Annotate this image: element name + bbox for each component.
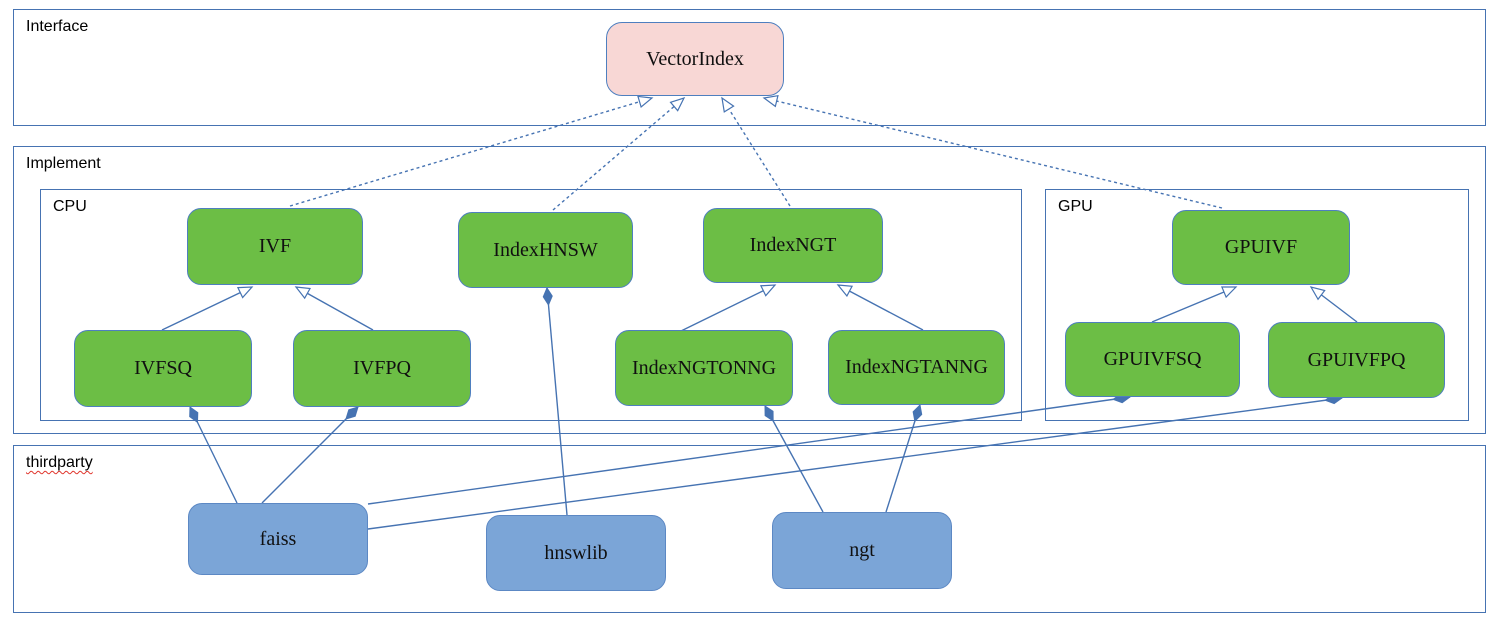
container-thirdparty: thirdparty [13,445,1486,613]
edge-indexngtanng-indexngt [836,284,924,331]
edge-indexngt-vectorindex [721,96,791,207]
container-cpu: CPU [40,189,1022,421]
edge-gpuivfpq-faiss [367,398,1342,530]
container-interface: Interface [13,9,1486,126]
node-ivf: IVF [187,208,363,285]
edge-indexhnsw-vectorindex [552,96,686,211]
node-hnswlib: hnswlib [486,515,666,591]
container-gpu-label: GPU [1058,198,1093,215]
node-indexngtanng: IndexNGTANNG [828,330,1005,405]
node-faiss: faiss [188,503,368,575]
node-ivfsq: IVFSQ [74,330,252,407]
container-cpu-label: CPU [53,198,87,215]
node-gpuivfpq: GPUIVFPQ [1268,322,1445,398]
node-indexhnsw: IndexHNSW [458,212,633,288]
edge-indexhnsw-hnswlib [547,288,568,516]
node-indexngtonng: IndexNGTONNG [615,330,793,406]
edge-ivfpq-ivf [294,286,374,331]
container-interface-label: Interface [26,18,89,35]
node-gpuivfsq: GPUIVFSQ [1065,322,1240,397]
node-ivfpq: IVFPQ [293,330,471,407]
edge-gpuivfsq-faiss [367,397,1130,505]
edge-ivfsq-ivf [161,286,254,331]
edge-gpuivf-vectorindex [762,94,1223,209]
edge-ivfsq-faiss [190,407,238,504]
node-gpuivf: GPUIVF [1172,210,1350,285]
node-vectorindex: VectorIndex [606,22,784,96]
edge-ivfpq-faiss [261,407,358,504]
node-indexngt: IndexNGT [703,208,883,283]
edge-indexngtonng-ngt [764,406,824,513]
edge-ivf-vectorindex [289,95,654,207]
node-ngt: ngt [772,512,952,589]
container-implement-label: Implement [26,155,101,172]
edge-gpuivfpq-gpuivf [1309,286,1358,323]
container-implement: Implement [13,146,1486,434]
edge-indexngtanng-ngt [885,405,920,513]
container-thirdparty-label: thirdparty [26,454,93,471]
edge-gpuivfsq-gpuivf [1151,286,1238,323]
edge-indexngtonng-indexngt [680,284,777,332]
container-gpu: GPU [1045,189,1469,421]
